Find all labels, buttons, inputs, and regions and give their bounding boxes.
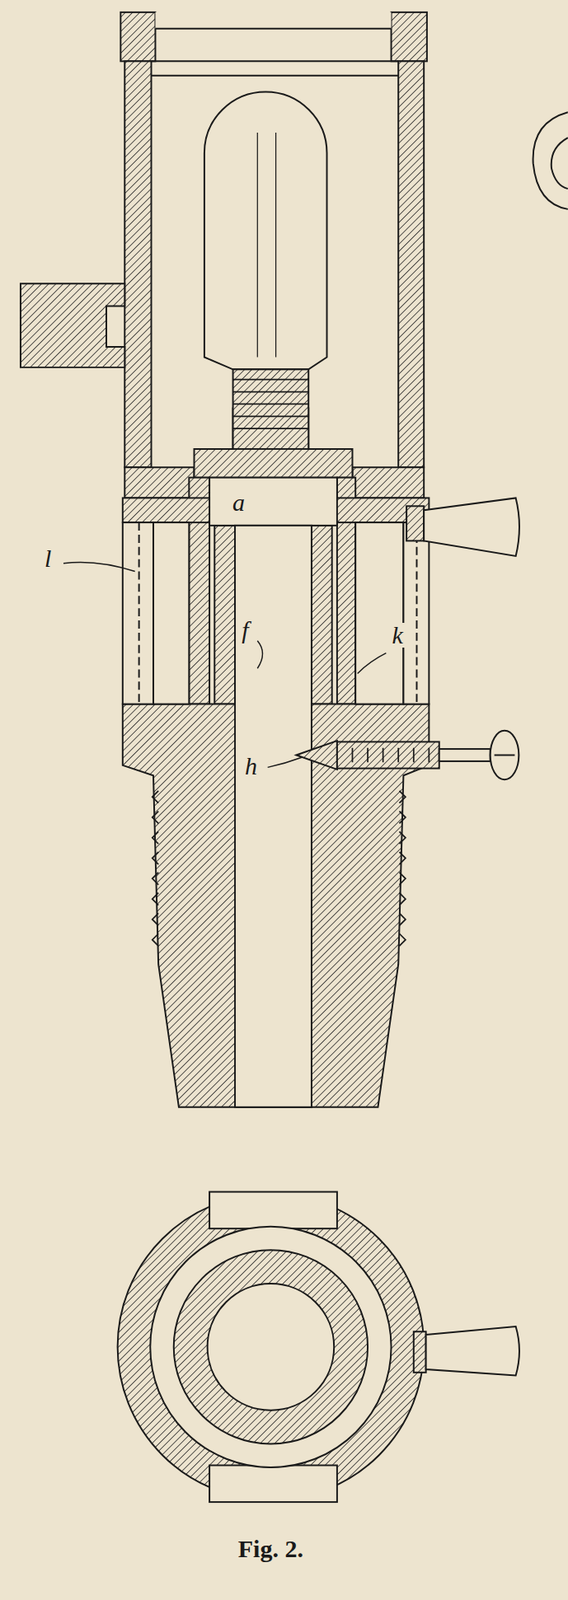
callout-letter: f	[239, 618, 250, 644]
figure-caption: Fig. 2.	[235, 1537, 306, 1563]
callout-letter: a	[230, 490, 247, 516]
callout-letter: k	[389, 623, 404, 648]
callout-letter: l	[42, 546, 53, 572]
callout-letter: h	[243, 754, 259, 780]
